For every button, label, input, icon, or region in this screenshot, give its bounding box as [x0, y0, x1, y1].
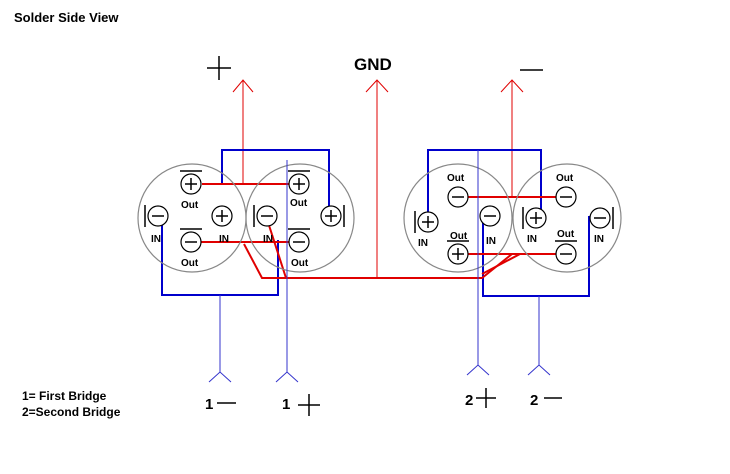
c4-out-minus2-pin — [555, 240, 577, 265]
c4-out-label-bottom: Out — [557, 229, 575, 240]
c4-in-plus-pin — [522, 207, 547, 229]
c4-in-minus-pin — [589, 207, 614, 229]
right-bridge-blue-wiring — [427, 149, 590, 297]
c3-out-minus-pin — [447, 186, 469, 208]
c1-out-plus-pin — [180, 170, 202, 195]
plus-output-arrow — [232, 79, 254, 184]
gnd-arrow — [365, 79, 389, 278]
connector-4-body — [512, 163, 622, 273]
plus-symbol-top — [207, 56, 231, 80]
c3-out-label-top: Out — [447, 173, 465, 184]
diagram-title: Solder Side View — [14, 10, 119, 25]
c2-out-plus-pin — [288, 170, 310, 195]
lead-2-minus — [527, 296, 551, 376]
c2-in-minus-pin — [253, 205, 278, 227]
connector-2-body — [245, 163, 355, 273]
c1-out-label-bottom: Out — [181, 258, 199, 269]
gnd-label: GND — [354, 55, 392, 74]
label-1-plus-symbol — [298, 394, 320, 416]
c2-out-minus-pin — [288, 228, 310, 253]
c1-in-plus-pin — [211, 205, 233, 227]
c3-in-label-right: IN — [486, 236, 496, 247]
c3-out-plus-pin — [447, 240, 469, 265]
connector-3-body — [403, 163, 513, 273]
c1-out-label-top: Out — [181, 200, 199, 211]
c3-in-plus-pin — [414, 211, 439, 233]
label-2-plus: 2 — [465, 392, 473, 409]
c2-in-label: IN — [263, 234, 273, 245]
c2-in-plus-pin — [320, 205, 345, 227]
c4-out-minus-pin — [555, 186, 577, 208]
c3-in-minus-pin — [479, 205, 501, 227]
c4-in-label-left: IN — [527, 234, 537, 245]
label-1-minus: 1 — [205, 396, 213, 413]
label-2-minus: 2 — [530, 392, 538, 409]
c4-out-label-top: Out — [556, 173, 574, 184]
label-1-plus: 1 — [282, 396, 290, 413]
lead-1-plus — [275, 160, 299, 383]
lead-1-minus — [208, 295, 232, 383]
minus-output-arrow — [500, 79, 524, 197]
c3-in-label-left: IN — [418, 238, 428, 249]
c1-out-minus-pin — [180, 228, 202, 253]
c1-in-label-right: IN — [219, 234, 229, 245]
lead-2-plus — [466, 150, 490, 376]
c1-in-label-left: IN — [151, 234, 161, 245]
c1-in-minus-pin — [144, 205, 169, 227]
label-2-plus-symbol — [476, 388, 496, 408]
legend-second-bridge: 2=Second Bridge — [22, 405, 121, 419]
c3-out-label-bottom: Out — [450, 231, 468, 242]
c2-out-label-bottom: Out — [291, 258, 309, 269]
c4-in-label-right: IN — [594, 234, 604, 245]
legend-first-bridge: 1= First Bridge — [22, 389, 107, 403]
c2-out-label-top: Out — [290, 198, 308, 209]
